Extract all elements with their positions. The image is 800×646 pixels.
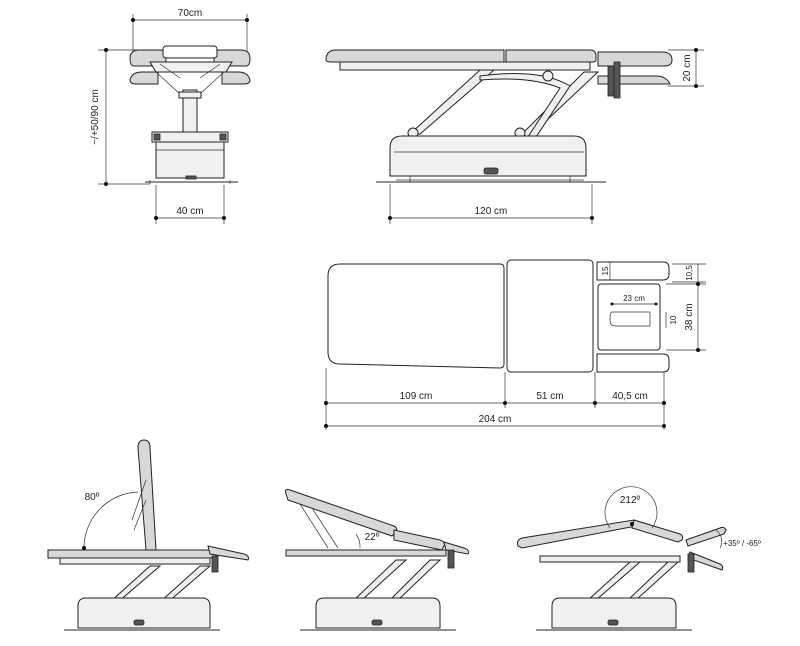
top-view: 15 23 cm 10 10,5 38 cm 109 cm 51 cm 40,5… bbox=[324, 259, 706, 430]
dim-width-top: 70cm bbox=[178, 8, 202, 19]
angle-backrest: 80º bbox=[85, 492, 100, 503]
dim-height-range: ~/+50/90 cm bbox=[90, 89, 101, 145]
position-flex: 212º +35º / -65º bbox=[517, 486, 761, 631]
position-tilt: 22º bbox=[285, 489, 469, 631]
dim-head-section: 40,5 cm bbox=[612, 391, 648, 402]
dim-armrest-offset: 10,5 bbox=[685, 265, 694, 281]
dim-seat-section: 51 cm bbox=[536, 391, 563, 402]
front-view: 70cm ~/+50/90 cm 40 cm bbox=[90, 8, 251, 224]
dim-total-length: 204 cm bbox=[479, 414, 512, 425]
side-view: 20 cm 120 cm bbox=[325, 48, 704, 224]
dim-width-base: 40 cm bbox=[176, 206, 203, 217]
dim-head-drop: 20 cm bbox=[682, 54, 693, 81]
dim-face-hole-height: 10 bbox=[669, 315, 678, 324]
angle-flex: 212º bbox=[620, 495, 641, 506]
angle-head-range: +35º / -65º bbox=[723, 539, 761, 548]
dim-face-hole-width: 23 cm bbox=[623, 294, 645, 303]
angle-tilt: 22º bbox=[365, 532, 380, 543]
dim-back-section: 109 cm bbox=[400, 391, 433, 402]
dim-head-width: 38 cm bbox=[684, 303, 695, 330]
position-backrest: 80º bbox=[47, 439, 249, 631]
dim-base-length: 120 cm bbox=[475, 206, 508, 217]
dim-armrest-width: 15 bbox=[601, 266, 610, 275]
